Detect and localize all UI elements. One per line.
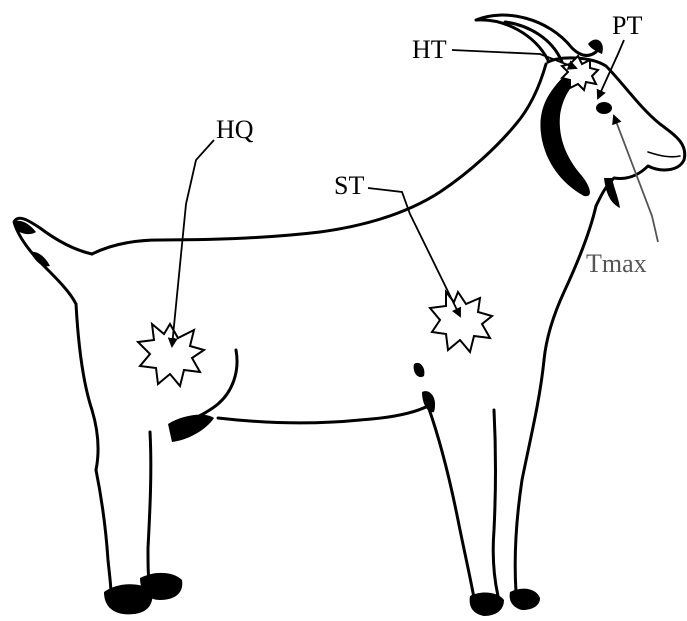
belly-mark (414, 363, 425, 377)
rear-leg-left (96, 470, 111, 598)
front-leg-right (515, 360, 544, 592)
front-hoof-1 (470, 593, 504, 616)
beard (604, 178, 620, 208)
hq-leader (172, 140, 214, 346)
st-spot (430, 292, 492, 352)
st-label: ST (334, 171, 364, 200)
belly-line (218, 406, 428, 423)
front-leg-left (428, 406, 474, 598)
ear (540, 74, 589, 196)
goat-figure (14, 15, 685, 616)
mouth (648, 152, 680, 157)
tmax-label: Tmax (586, 249, 647, 278)
chest-line (544, 206, 596, 360)
ht-label: HT (412, 35, 447, 64)
rear-leg-inner (148, 432, 151, 586)
tail-hair (14, 221, 50, 267)
hq-label: HQ (216, 115, 254, 144)
eye (596, 102, 612, 114)
rump-line (76, 304, 98, 470)
front-leg-inner (493, 410, 498, 596)
front-hoof-2 (510, 589, 540, 610)
pt-label: PT (612, 11, 642, 40)
annotations: HQ ST HT PT Tmax (172, 11, 658, 346)
hq-spot (138, 324, 204, 386)
hock-shadow (168, 415, 214, 442)
back-line (92, 64, 546, 254)
